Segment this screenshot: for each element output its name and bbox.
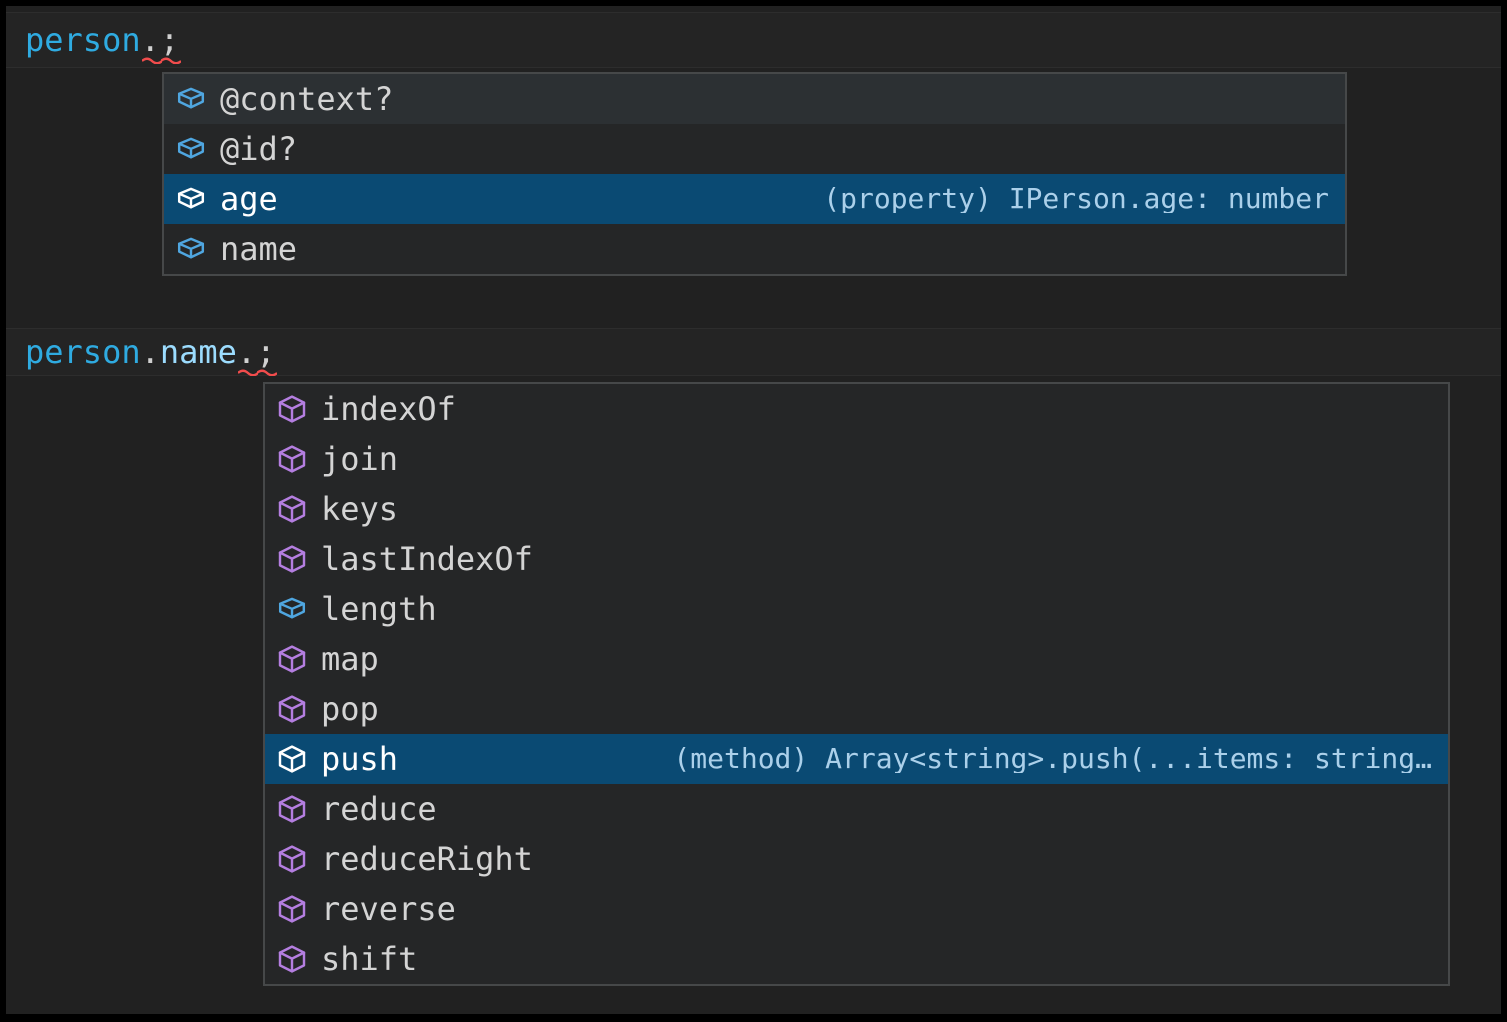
suggestion-item[interactable]: push (method) Array<string>.push(...items…: [265, 734, 1448, 784]
code-token-text: ;: [256, 333, 276, 371]
suggestion-label: keys: [321, 490, 399, 528]
code-token-punctuation: ;: [256, 333, 278, 376]
code-token-punctuation: .: [141, 336, 160, 368]
suggest-widget: @context? @id? age (property) IPerson.age: …: [162, 72, 1347, 276]
symbol-method-icon: [278, 545, 306, 573]
symbol-field-icon: [177, 87, 205, 109]
suggestion-item[interactable]: keys: [265, 484, 1448, 534]
code-token-text: .: [236, 333, 257, 371]
suggestion-item[interactable]: lastIndexOf: [265, 534, 1448, 584]
suggestion-label: name: [220, 230, 298, 268]
code-token-variable: person: [25, 336, 141, 368]
suggestion-item[interactable]: length: [265, 584, 1448, 634]
symbol-field-icon: [177, 187, 205, 209]
symbol-method-icon: [278, 695, 306, 723]
suggestion-item[interactable]: age (property) IPerson.age: number: [164, 174, 1345, 224]
suggestion-item[interactable]: shift: [265, 934, 1448, 984]
symbol-field-icon: [177, 237, 205, 259]
code-token-text: .: [140, 21, 160, 59]
symbol-field-icon: [177, 137, 205, 159]
error-squiggle: [141, 57, 162, 64]
suggestion-label: @id?: [220, 130, 298, 168]
suggestion-item[interactable]: map: [265, 634, 1448, 684]
suggestion-label: lastIndexOf: [321, 540, 533, 578]
suggestion-item[interactable]: indexOf: [265, 384, 1448, 434]
suggestion-label: shift: [321, 940, 418, 978]
suggestion-label: reduce: [321, 790, 437, 828]
code-token-text: name: [159, 333, 237, 371]
code-token-punctuation: .: [236, 333, 258, 376]
symbol-method-icon: [278, 895, 306, 923]
error-squiggle: [257, 369, 278, 376]
code-token-text: person: [25, 21, 141, 59]
code-token-text: .: [140, 333, 160, 371]
suggestion-label: pop: [321, 690, 379, 728]
symbol-method-icon: [278, 945, 306, 973]
code-token-text: ;: [159, 21, 180, 59]
suggestion-label: reduceRight: [321, 840, 533, 878]
code-token-property: name: [160, 336, 237, 368]
symbol-method-icon: [278, 845, 306, 873]
suggestion-label: join: [321, 440, 399, 478]
suggestion-item[interactable]: reduceRight: [265, 834, 1448, 884]
suggestion-detail: (property) IPerson.age: number: [823, 185, 1329, 213]
suggest-widget: indexOf join keys lastIndexOf length map pop pu…: [263, 382, 1450, 986]
suggestion-item[interactable]: reverse: [265, 884, 1448, 934]
suggestion-label: @context?: [220, 80, 394, 118]
suggestion-label: push: [321, 740, 399, 778]
suggestion-item[interactable]: join: [265, 434, 1448, 484]
error-squiggle: [160, 57, 181, 64]
suggestion-item[interactable]: @id?: [164, 124, 1345, 174]
code-line[interactable]: person.name.;: [6, 328, 1501, 376]
suggestion-item[interactable]: name: [164, 224, 1345, 274]
suggestion-label: length: [321, 590, 437, 628]
suggestion-label: indexOf: [321, 390, 456, 428]
suggestion-label: age: [220, 180, 278, 218]
suggestion-item[interactable]: reduce: [265, 784, 1448, 834]
symbol-method-icon: [278, 645, 306, 673]
symbol-method-icon: [278, 445, 306, 473]
code-token-punctuation: .: [140, 21, 162, 64]
code-token-text: person: [25, 333, 141, 371]
suggestion-item[interactable]: pop: [265, 684, 1448, 734]
symbol-field-icon: [278, 597, 306, 619]
symbol-method-icon: [278, 795, 306, 823]
code-line[interactable]: person.;: [6, 12, 1501, 68]
symbol-method-icon: [278, 495, 306, 523]
code-token-punctuation: ;: [159, 21, 181, 64]
suggestion-label: map: [321, 640, 379, 678]
error-squiggle: [237, 369, 258, 376]
code-token-variable: person: [25, 24, 141, 56]
symbol-method-icon: [278, 745, 306, 773]
code-editor[interactable]: person.; @context? @id? age (property) IPer…: [6, 6, 1501, 1014]
suggestion-detail: (method) Array<string>.push(...items: st…: [673, 745, 1432, 773]
suggestion-label: reverse: [321, 890, 456, 928]
suggestion-item[interactable]: @context?: [164, 74, 1345, 124]
symbol-method-icon: [278, 395, 306, 423]
